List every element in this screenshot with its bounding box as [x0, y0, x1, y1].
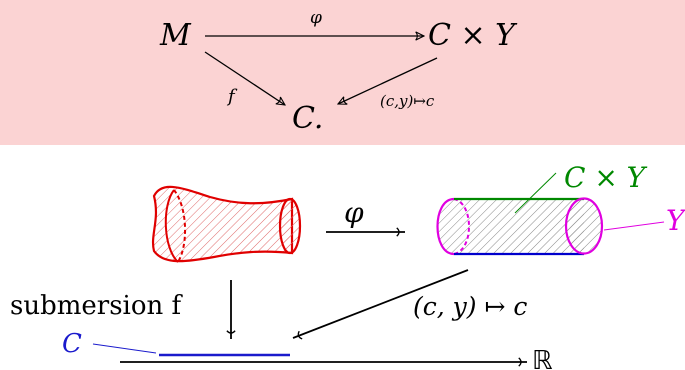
manifold-m	[153, 187, 300, 262]
fiber-y-ellipse	[566, 199, 602, 254]
submersion-label: submersion f	[10, 291, 184, 321]
object-c: C.	[292, 101, 323, 136]
real-line-label: ℝ	[532, 346, 553, 370]
object-c-times-y: C × Y	[428, 18, 518, 53]
manifold-body	[153, 187, 292, 261]
label-phi: φ	[310, 8, 322, 28]
object-m: M	[159, 18, 192, 53]
cylinder-body	[454, 199, 584, 254]
manifold-end-cap	[280, 199, 300, 253]
label-projection: (c,y)↦c	[380, 92, 435, 110]
product-cylinder	[438, 199, 603, 255]
base-label: C	[62, 329, 82, 359]
base-label-leader	[93, 344, 156, 353]
commutative-diagram: M C × Y C. φ f (c,y)↦c	[0, 0, 685, 145]
cylinder-left-cap	[438, 199, 455, 254]
illustration-label-phi: φ	[344, 196, 364, 229]
fiber-label: Y	[666, 204, 685, 237]
product-label: C × Y	[564, 161, 648, 194]
illustration: φ C × Y Y submersion f (c, y) ↦ c ℝ C	[10, 161, 685, 370]
projection-label: (c, y) ↦ c	[413, 292, 527, 321]
diagram-background	[0, 0, 685, 145]
fiber-label-leader	[604, 222, 664, 230]
